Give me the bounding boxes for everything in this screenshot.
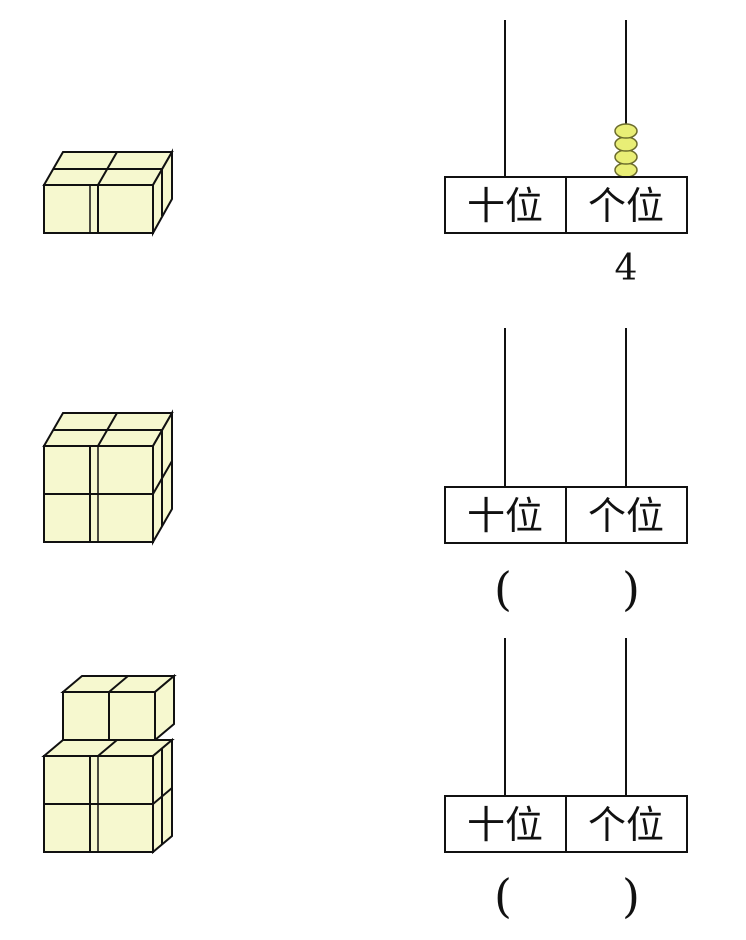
abacus-1-tens-box	[444, 176, 567, 234]
abacus-bead	[614, 136, 638, 152]
abacus-2-ones-label: 个位	[588, 494, 664, 538]
abacus-2-tens-box	[444, 486, 567, 544]
abacus-3-tens-box	[444, 795, 567, 853]
abacus-2-answer-open-paren: (	[494, 562, 512, 616]
abacus-bead	[614, 123, 638, 139]
abacus-1-ones-beads	[614, 123, 638, 178]
abacus-2-answer-close-paren: )	[622, 562, 640, 616]
abacus-1-tens-label: 十位	[467, 184, 543, 228]
cube-stack-3	[41, 673, 177, 855]
abacus-2-tens-label: 十位	[467, 494, 543, 538]
abacus-3-tens-label: 十位	[467, 803, 543, 847]
abacus-1-answer: 4	[615, 248, 638, 289]
cube-stack-1	[42, 148, 174, 237]
abacus-3-answer-open-paren: (	[494, 869, 512, 923]
abacus-bead	[614, 149, 638, 165]
abacus-3: 十位 个位 ( )	[444, 638, 688, 923]
abacus-bead	[614, 162, 638, 178]
abacus-1-ones-box	[565, 176, 688, 234]
abacus-1-ones-label: 个位	[588, 184, 664, 228]
abacus-2: 十位 个位 ( )	[444, 328, 688, 616]
cube-stack-3-upper-side	[154, 673, 175, 743]
abacus-1: 十位 个位 4	[444, 20, 688, 289]
cube-stack-2	[42, 409, 174, 546]
abacus-3-answer-close-paren: )	[622, 869, 640, 923]
abacus-3-ones-box	[565, 795, 688, 853]
abacus-2-ones-box	[565, 486, 688, 544]
abacus-3-ones-label: 个位	[588, 803, 664, 847]
